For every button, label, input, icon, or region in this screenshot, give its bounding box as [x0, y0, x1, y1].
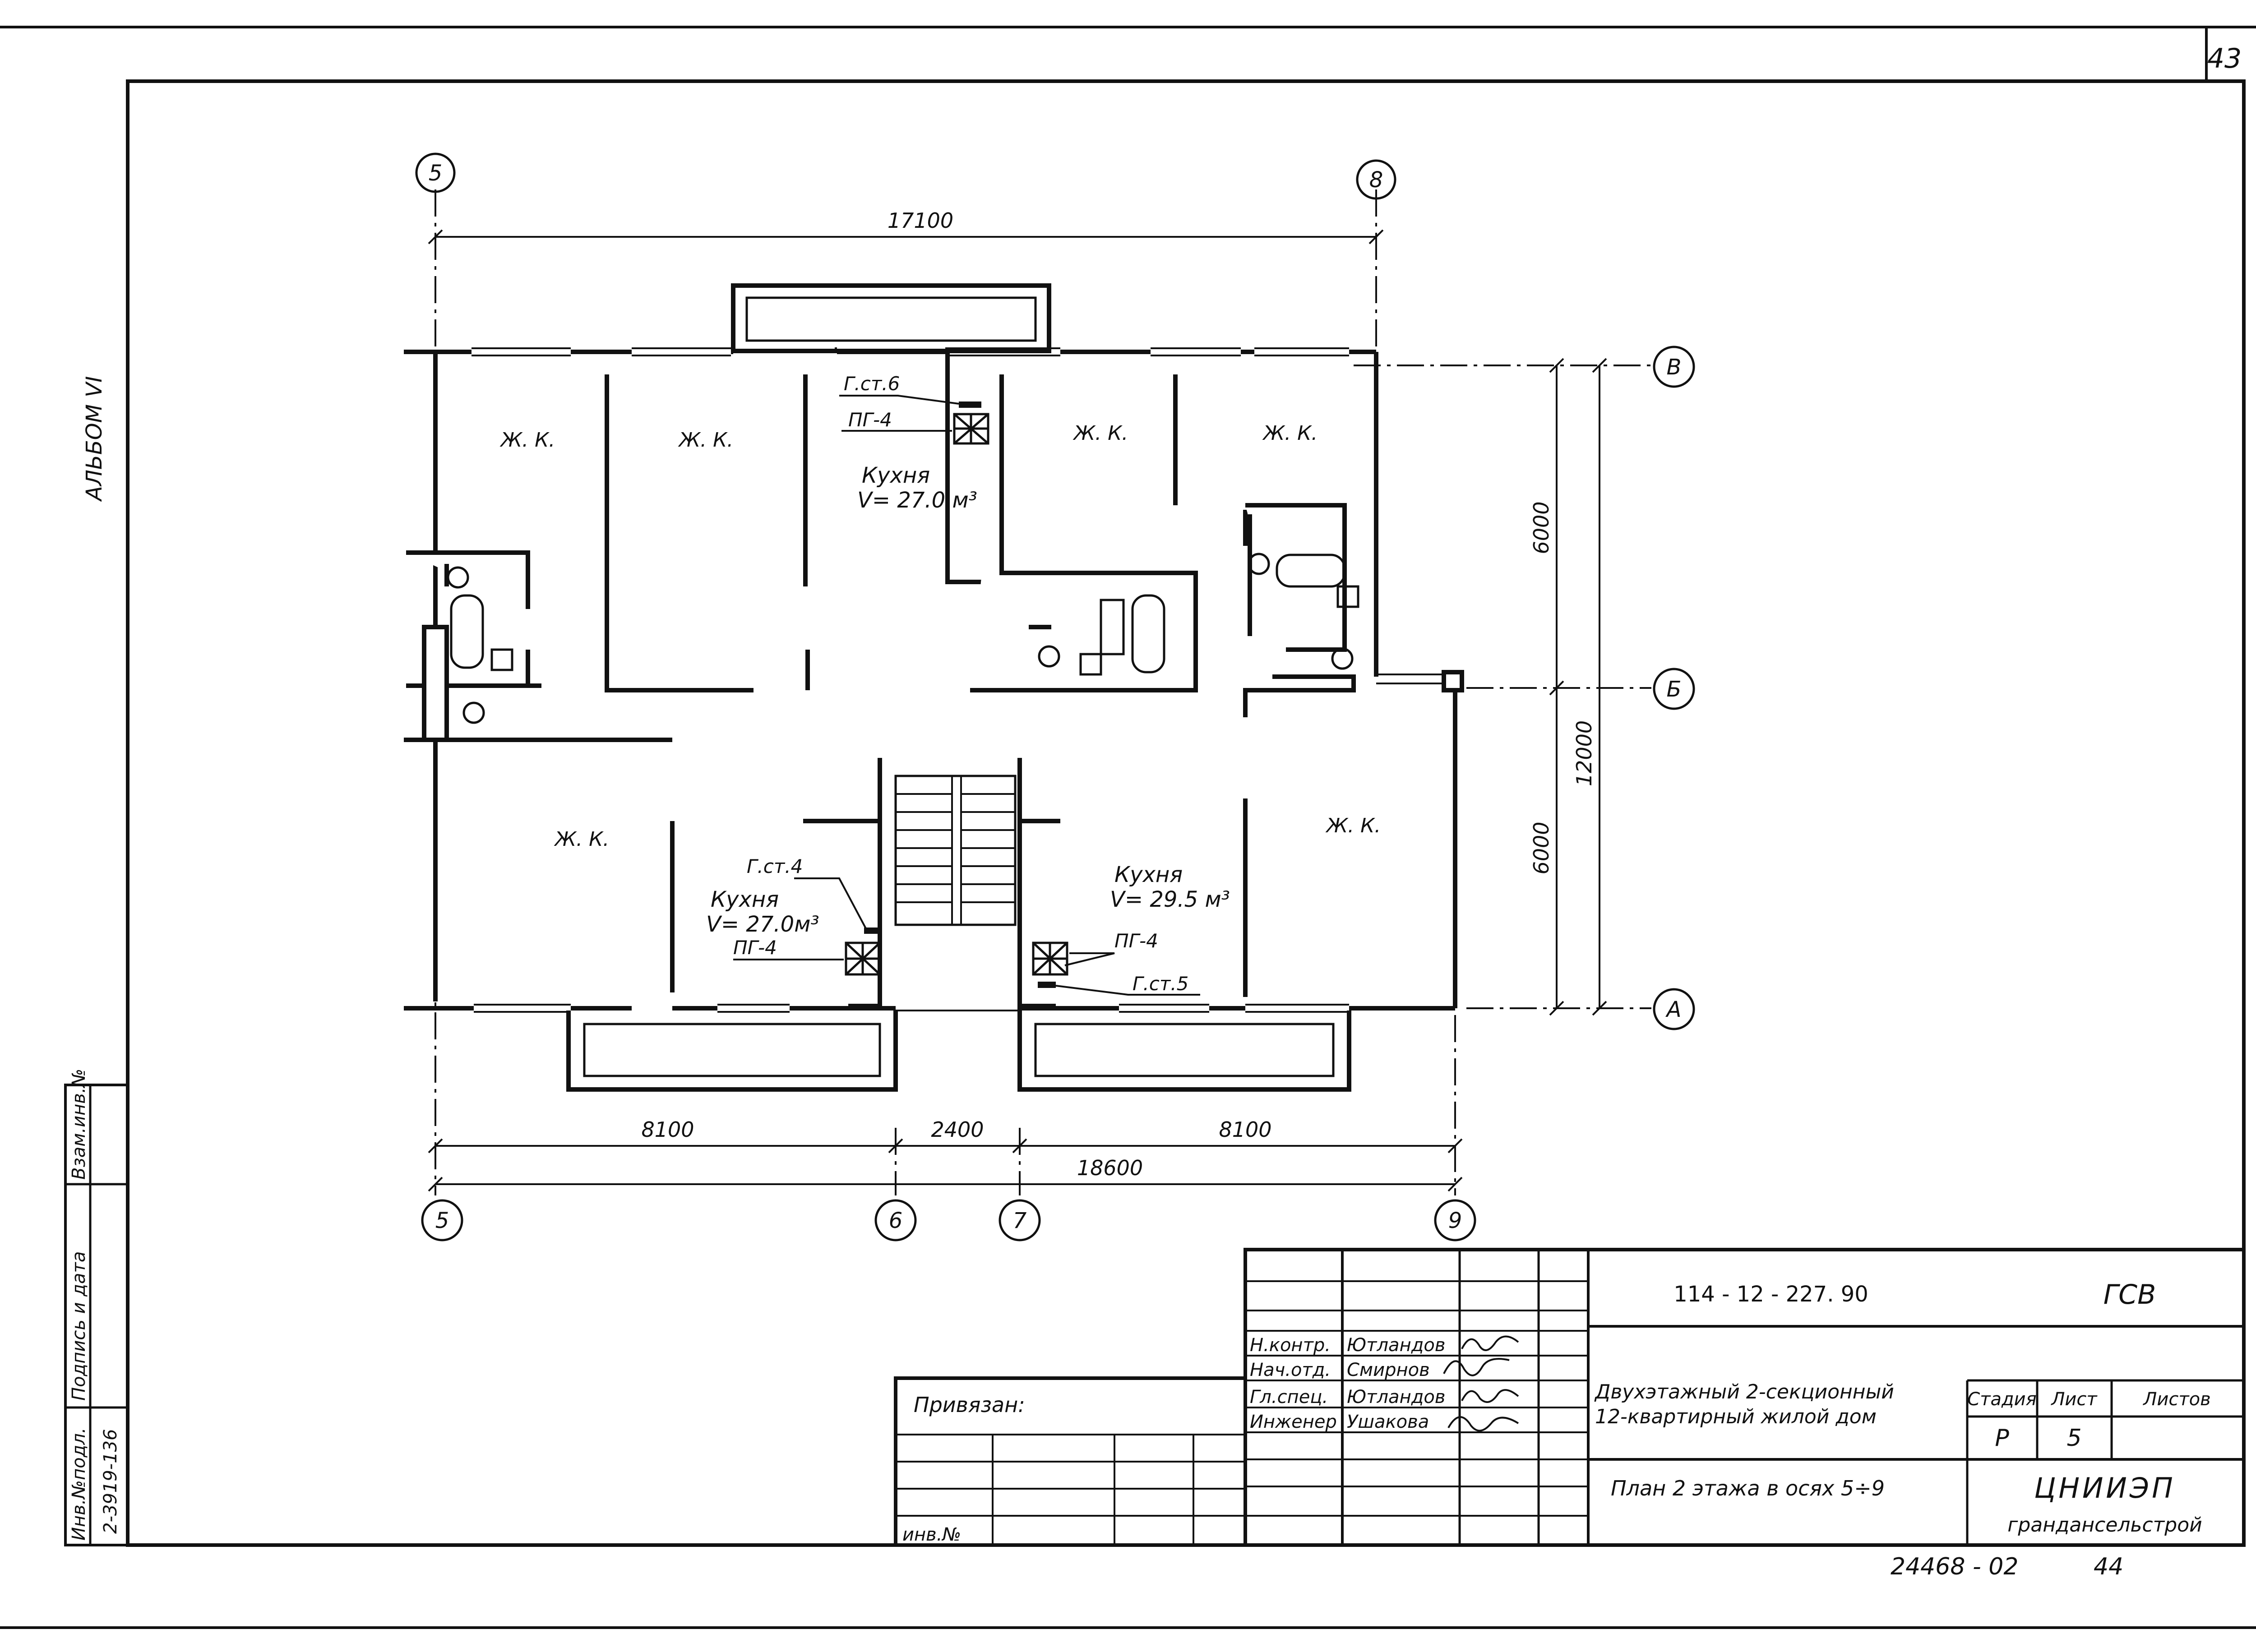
- axis-bubble-right-b: Б: [1653, 668, 1695, 710]
- axis-label: А: [1665, 997, 1682, 1022]
- axis-label: 9: [1448, 1208, 1462, 1233]
- label-gst-right: Г.ст.5: [1133, 973, 1188, 995]
- axis-bubble-top-8: 8: [1356, 159, 1396, 200]
- title-block: [894, 1248, 2246, 1547]
- section-code: ГСВ: [2103, 1279, 2156, 1311]
- axis-bubble-bottom-7: 7: [999, 1199, 1041, 1241]
- dim-right-lower: 6000: [1529, 821, 1553, 874]
- role-2: Нач.отд.: [1250, 1360, 1331, 1380]
- dimension-lines: [428, 229, 1607, 1192]
- sheet-header: Лист: [2050, 1389, 2098, 1410]
- album-label: АЛЬБОМ VI: [82, 376, 107, 502]
- kitchen-left-name: Кухня: [711, 887, 779, 912]
- room-label-zk-6: Ж. К.: [1325, 814, 1381, 837]
- room-label-zk-2: Ж. К.: [678, 429, 734, 452]
- sheet-title: План 2 этажа в осях 5÷9: [1611, 1476, 1885, 1500]
- kitchen-left-volume: V= 27.0м³: [706, 912, 819, 937]
- stamp-inv-value: 2-3919-136: [100, 1429, 121, 1534]
- role-1: Н.контр.: [1250, 1335, 1331, 1356]
- privyazan-label: Привязан:: [914, 1393, 1025, 1417]
- org-line-2: грандансельстрой: [2007, 1514, 2202, 1537]
- gas-stove-top: [953, 413, 989, 445]
- label-pg-left: ПГ-4: [733, 937, 777, 959]
- floor-plan: [404, 283, 1464, 1092]
- kitchen-right-name: Кухня: [1114, 862, 1183, 887]
- axis-bubble-bottom-6: 6: [874, 1199, 917, 1241]
- project-code: 114 - 12 - 227. 90: [1674, 1282, 1868, 1307]
- org-line-1: ЦНИИЭП: [2034, 1472, 2175, 1504]
- inv-no-label: инв.№: [902, 1524, 961, 1545]
- role-4: Инженер: [1250, 1412, 1337, 1432]
- gas-stove-left: [845, 941, 881, 976]
- title-line-1: Двухэтажный 2-секционный: [1594, 1380, 1894, 1403]
- sheets-header: Листов: [2142, 1389, 2210, 1410]
- axis-label: 8: [1369, 167, 1383, 193]
- axis-label: 5: [435, 1208, 449, 1233]
- axis-label: В: [1667, 355, 1682, 380]
- room-label-zk-5: Ж. К.: [554, 828, 610, 851]
- axis-label: 5: [429, 161, 443, 186]
- name-4: Ушакова: [1347, 1412, 1429, 1432]
- dim-top-total: 17100: [888, 208, 953, 233]
- bottom-code: 24468 - 02: [1891, 1553, 2018, 1580]
- label-pg-right: ПГ-4: [1114, 930, 1158, 952]
- stamp-inv-podl: Инв.№подл.: [69, 1427, 89, 1541]
- room-label-zk-3: Ж. К.: [1073, 422, 1128, 445]
- dim-right-total: 12000: [1572, 720, 1596, 786]
- axis-bubble-right-a: А: [1653, 988, 1695, 1030]
- label-gst-top: Г.ст.6: [844, 373, 900, 395]
- label-pg-top: ПГ-4: [848, 409, 892, 431]
- kitchen-top-name: Кухня: [862, 463, 930, 488]
- name-2: Смирнов: [1347, 1360, 1430, 1380]
- bottom-page: 44: [2094, 1553, 2123, 1580]
- page-number: 43: [2207, 43, 2242, 74]
- name-1: Ютландов: [1347, 1335, 1445, 1356]
- stage-header: Стадия: [1967, 1389, 2036, 1410]
- dim-bottom-middle: 2400: [931, 1117, 984, 1142]
- gas-stove-right: [1032, 941, 1068, 976]
- side-stamp: [64, 1084, 129, 1546]
- dim-bottom-total: 18600: [1077, 1156, 1143, 1180]
- dim-right-upper: 6000: [1529, 501, 1553, 554]
- axis-label: Б: [1667, 677, 1682, 702]
- room-label-zk-4: Ж. К.: [1262, 422, 1318, 445]
- name-3: Ютландов: [1347, 1387, 1445, 1407]
- dim-bottom-right: 8100: [1219, 1117, 1271, 1142]
- stage-value: Р: [1995, 1425, 2009, 1452]
- signature-scribbles: [1443, 1335, 1519, 1432]
- dim-bottom-left: 8100: [641, 1117, 694, 1142]
- role-3: Гл.спец.: [1250, 1387, 1328, 1407]
- label-gst-left: Г.ст.4: [747, 855, 803, 877]
- kitchen-top-volume: V= 27.0 м³: [857, 488, 977, 513]
- axis-bubble-right-v: В: [1653, 346, 1695, 388]
- axis-bubble-top-5: 5: [415, 152, 456, 193]
- axis-bubble-bottom-9: 9: [1434, 1199, 1476, 1241]
- stamp-vzam-inv: Взам.инв.№: [69, 1069, 89, 1180]
- axis-bubble-bottom-5: 5: [421, 1199, 463, 1241]
- sheet-value: 5: [2066, 1425, 2081, 1452]
- sheet-frame: [0, 26, 2256, 1629]
- axis-label: 6: [889, 1208, 903, 1233]
- axis-label: 7: [1013, 1208, 1027, 1233]
- room-label-zk-1: Ж. К.: [499, 429, 555, 452]
- stamp-podpis-data: Подпись и дата: [69, 1251, 89, 1401]
- title-line-2: 12-квартирный жилой дом: [1595, 1405, 1877, 1428]
- kitchen-right-volume: V= 29.5 м³: [1110, 887, 1230, 912]
